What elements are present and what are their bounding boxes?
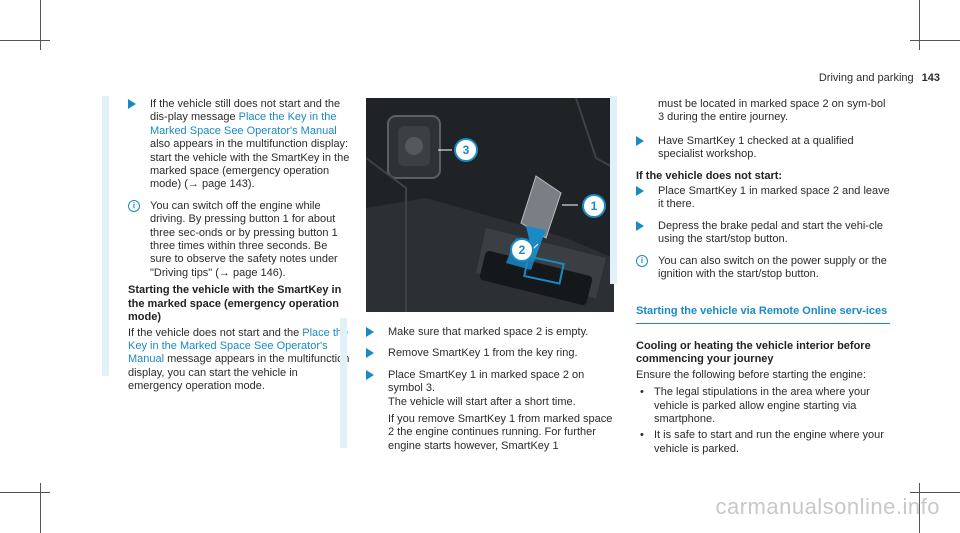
callout-1: 1 — [582, 194, 606, 218]
column-left: If the vehicle still does not start and … — [128, 98, 350, 398]
instruction-step: Have SmartKey 1 checked at a qualified s… — [636, 135, 890, 162]
step-arrow-icon — [128, 99, 136, 109]
step-arrow-icon — [366, 369, 374, 380]
crop-mark — [0, 492, 50, 493]
watermark: carmanualsonline.info — [715, 494, 940, 519]
page-number: 143 — [921, 72, 940, 84]
bullet-item: It is safe to start and run the engine w… — [636, 429, 890, 456]
instruction-step: Depress the brake pedal and start the ve… — [636, 220, 890, 247]
instruction-step: Place SmartKey 1 in marked space 2 and l… — [636, 185, 890, 212]
section-heading: Starting the vehicle with the SmartKey i… — [128, 284, 342, 324]
instruction-step: Place SmartKey 1 in marked space 2 on sy… — [366, 369, 616, 453]
instruction-step: Remove SmartKey 1 from the key ring. — [366, 347, 616, 360]
column-right: must be located in marked space 2 on sym… — [636, 98, 890, 459]
instruction-step: If the vehicle still does not start and … — [128, 98, 350, 192]
step-arrow-icon — [366, 327, 374, 337]
crop-mark — [40, 0, 41, 50]
callout-2: 2 — [510, 238, 534, 262]
paragraph: Ensure the following before starting the… — [636, 368, 866, 381]
info-icon: i — [128, 199, 140, 212]
crop-mark — [919, 483, 920, 533]
display-message-link[interactable]: Place the Key in the Marked Space See Op… — [150, 111, 337, 137]
step-arrow-icon — [636, 186, 644, 197]
note: i You can also switch on the power suppl… — [636, 254, 890, 282]
subheading: If the vehicle does not start: — [636, 169, 783, 182]
info-icon: i — [636, 254, 648, 267]
crop-mark — [40, 483, 41, 533]
display-message-link[interactable]: Place the Key in the Marked Space See Op… — [128, 326, 349, 366]
running-head-title: Driving and parking — [818, 72, 914, 84]
running-head: Driving and parking 143 — [740, 72, 940, 85]
instruction-step: Make sure that marked space 2 is empty. — [366, 326, 616, 339]
instruction-bar — [102, 96, 109, 376]
crop-mark — [910, 40, 960, 41]
vehicle-console-illustration: 3 1 2 — [366, 98, 614, 312]
crop-mark — [0, 40, 50, 41]
column-middle: Make sure that marked space 2 is empty. … — [366, 326, 616, 461]
section-heading: Cooling or heating the vehicle interior … — [636, 339, 871, 366]
crop-mark — [910, 492, 960, 493]
instruction-bar — [610, 96, 617, 284]
continued-text: must be located in marked space 2 on sym… — [658, 98, 886, 124]
step-arrow-icon — [366, 348, 374, 359]
console-drawing — [366, 98, 614, 312]
crop-mark — [919, 0, 920, 50]
note: i You can switch off the engine while dr… — [128, 199, 350, 280]
callout-3: 3 — [454, 138, 478, 162]
bullet-item: The legal stipulations in the area where… — [636, 386, 890, 426]
paragraph: If the vehicle does not start and the Pl… — [128, 326, 350, 393]
instruction-bar — [340, 318, 347, 448]
step-arrow-icon — [636, 220, 644, 231]
step-arrow-icon — [636, 135, 644, 146]
section-title: Starting the vehicle via Remote Online s… — [636, 305, 890, 324]
